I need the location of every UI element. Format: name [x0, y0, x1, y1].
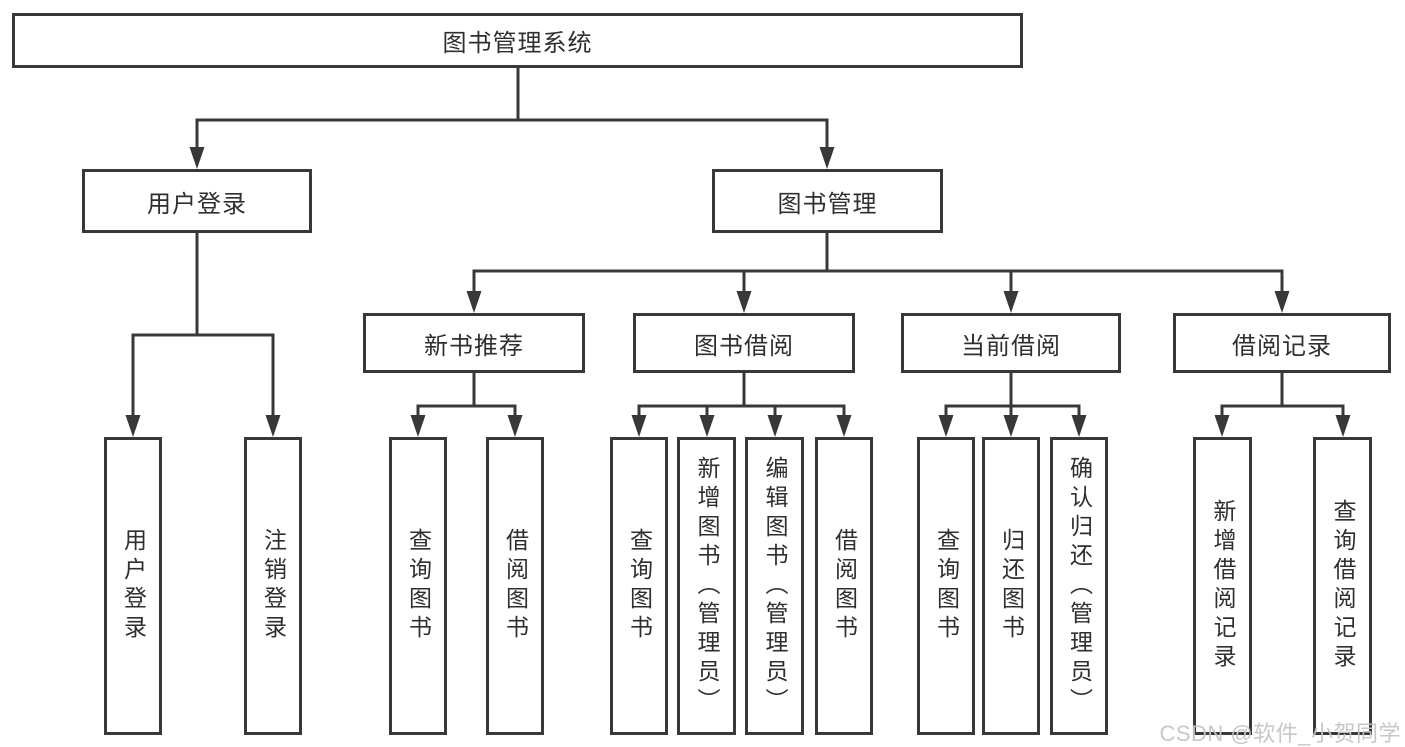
- leaf-nbr-borrow-books: 借阅图书: [486, 437, 544, 735]
- leaf-nbr-query-books: 查询图书: [389, 437, 447, 735]
- node-user-login-label: 用户登录: [147, 190, 247, 218]
- leaf-bb-add-books-admin: 新增图书（管理员）: [677, 437, 736, 735]
- leaf-br-add-record-label: 新增借阅记录: [1210, 499, 1236, 673]
- connector-user-login: [125, 231, 281, 437]
- node-book-borrow: 图书借阅: [633, 313, 855, 373]
- connector-new-book-rec: [410, 371, 523, 437]
- leaf-br-add-record: 新增借阅记录: [1193, 437, 1252, 735]
- node-root: 图书管理系统: [12, 13, 1023, 68]
- leaf-user-login-label: 用户登录: [120, 528, 147, 644]
- node-borrow-record-label: 借阅记录: [1232, 332, 1332, 360]
- node-book-borrow-label: 图书借阅: [694, 332, 794, 360]
- leaf-nbr-query-books-label: 查询图书: [405, 528, 432, 644]
- leaf-bb-add-books-admin-label: 新增图书（管理员）: [694, 455, 720, 717]
- leaf-cb-return-books-label: 归还图书: [998, 528, 1025, 644]
- leaf-bb-query-books: 查询图书: [610, 437, 668, 735]
- leaf-logout-login: 注销登录: [244, 437, 302, 735]
- leaf-br-query-record-label: 查询借阅记录: [1330, 499, 1356, 673]
- leaf-br-query-record: 查询借阅记录: [1313, 437, 1372, 735]
- csdn-watermark: CSDN @软件_小贺同学: [1159, 721, 1401, 746]
- leaf-user-login: 用户登录: [104, 437, 162, 735]
- leaf-nbr-borrow-books-label: 借阅图书: [502, 528, 529, 644]
- connector-root: [189, 66, 835, 169]
- leaf-logout-login-label: 注销登录: [260, 528, 287, 644]
- node-user-login: 用户登录: [82, 169, 312, 233]
- leaf-bb-edit-books-admin-label: 编辑图书（管理员）: [762, 455, 788, 717]
- leaf-bb-edit-books-admin: 编辑图书（管理员）: [745, 437, 804, 735]
- leaf-cb-return-books: 归还图书: [982, 437, 1040, 735]
- node-book-mgmt-label: 图书管理: [777, 190, 878, 218]
- leaf-bb-borrow-books-label: 借阅图书: [831, 528, 858, 644]
- leaf-bb-query-books-label: 查询图书: [626, 528, 653, 644]
- connector-current-borrow: [938, 371, 1087, 437]
- node-book-mgmt: 图书管理: [712, 169, 943, 233]
- connector-borrow-record: [1214, 371, 1351, 437]
- node-current-borrow-label: 当前借阅: [961, 332, 1061, 360]
- connector-book-mgmt: [466, 231, 1290, 313]
- leaf-cb-query-books-label: 查询图书: [933, 528, 960, 644]
- leaf-cb-query-books: 查询图书: [917, 437, 975, 735]
- connector-book-borrow: [631, 371, 852, 437]
- node-new-book-rec: 新书推荐: [363, 313, 585, 373]
- node-new-book-rec-label: 新书推荐: [424, 332, 524, 360]
- leaf-cb-confirm-return-admin: 确认归还（管理员）: [1050, 437, 1108, 735]
- leaf-bb-borrow-books: 借阅图书: [815, 437, 873, 735]
- leaf-cb-confirm-return-admin-label: 确认归还（管理员）: [1066, 455, 1093, 717]
- node-current-borrow: 当前借阅: [901, 313, 1121, 373]
- node-root-label: 图书管理系统: [442, 30, 593, 57]
- node-borrow-record: 借阅记录: [1173, 313, 1391, 373]
